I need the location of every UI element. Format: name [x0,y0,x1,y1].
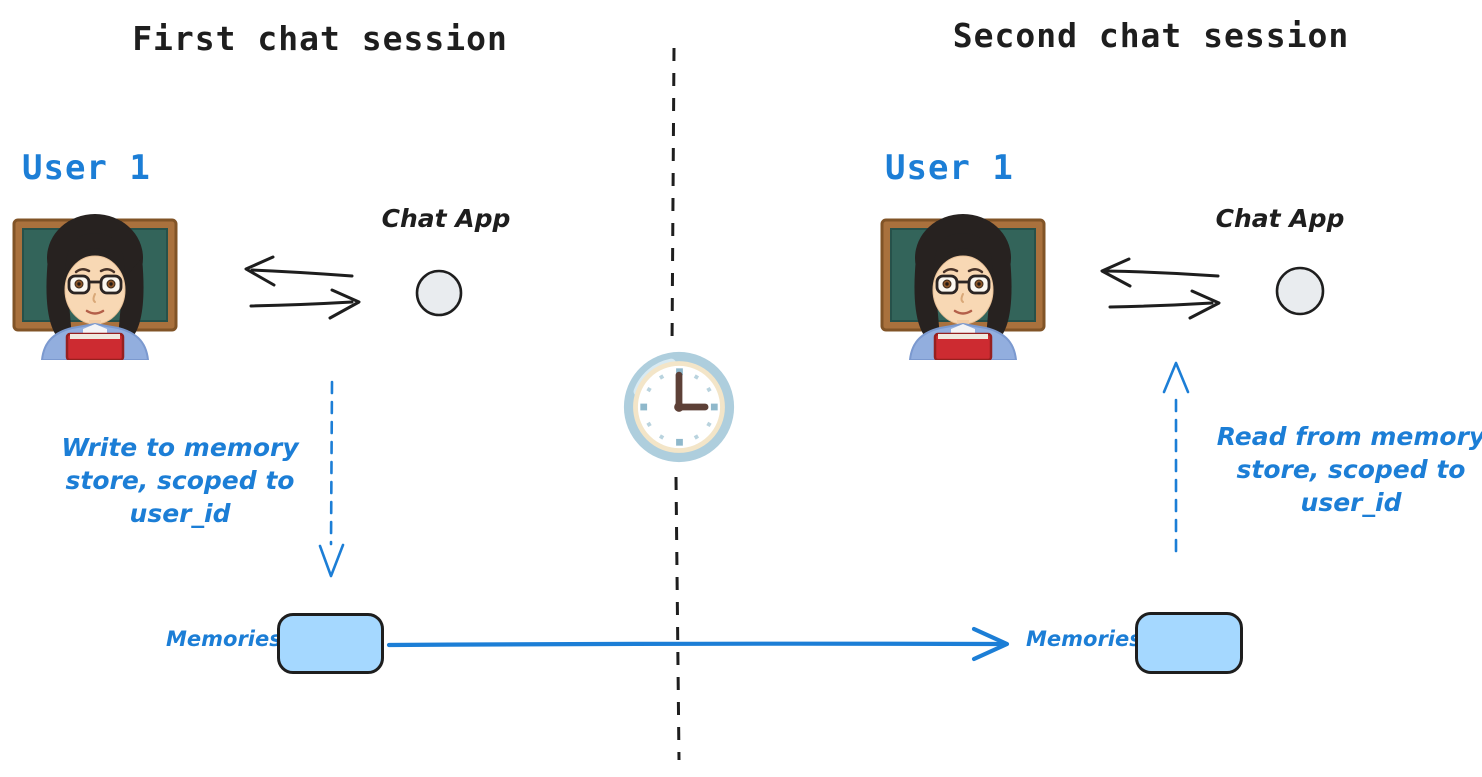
right-chat-app-circle-node [1275,266,1325,316]
clock-three-oclock-emoji [621,349,737,465]
right-session-title: Second chat session [952,16,1350,55]
right-user-label: User 1 [885,148,1014,188]
right-arrow-to-app-head [1188,289,1221,320]
time-divider-dashed-line-bottom [674,476,681,761]
write-to-memory-arrow-head [318,543,345,578]
left-chat-app-circle-node [415,269,463,317]
right-memory-note-line: store, scoped to [1236,455,1466,484]
left-memory-note-line: Write to memory [61,433,299,462]
read-from-memory-arrow-head [1162,361,1190,394]
left-memories-label: Memories [166,627,282,651]
write-to-memory-dashed-arrow-line [329,380,334,546]
woman-teacher-emoji [10,200,180,360]
right-memory-note-line: Read from memory [1216,422,1482,451]
right-memories-box [1135,612,1243,674]
right-chat-app-label: Chat App [1215,204,1345,233]
left-user-label: User 1 [22,148,151,188]
left-memory-note: Write to memory store, scoped to user_id [40,431,320,530]
left-arrow-to-user-head [244,255,276,287]
left-session-title: First chat session [132,19,508,58]
right-arrow-to-user-line [1104,269,1220,278]
right-memory-note: Read from memory store, scoped to user_i… [1211,420,1482,519]
left-memory-note-line: user_id [129,499,231,528]
left-arrow-to-app-line [249,300,354,308]
right-memory-note-line: user_id [1300,488,1402,517]
memories-transfer-arrow-head [971,626,1010,662]
left-memory-note-line: store, scoped to [65,466,295,495]
right-memories-label: Memories [1026,627,1142,651]
left-arrow-to-app-head [328,288,361,320]
right-arrow-to-user-head [1100,257,1132,288]
left-arrow-to-user-line [250,268,354,278]
memories-transfer-arrow-line [386,641,1005,648]
woman-teacher-emoji [878,200,1048,360]
left-chat-app-label: Chat App [381,204,511,233]
left-memories-box [277,613,384,674]
right-arrow-to-app-line [1108,301,1214,309]
time-divider-dashed-line-top [670,47,676,348]
